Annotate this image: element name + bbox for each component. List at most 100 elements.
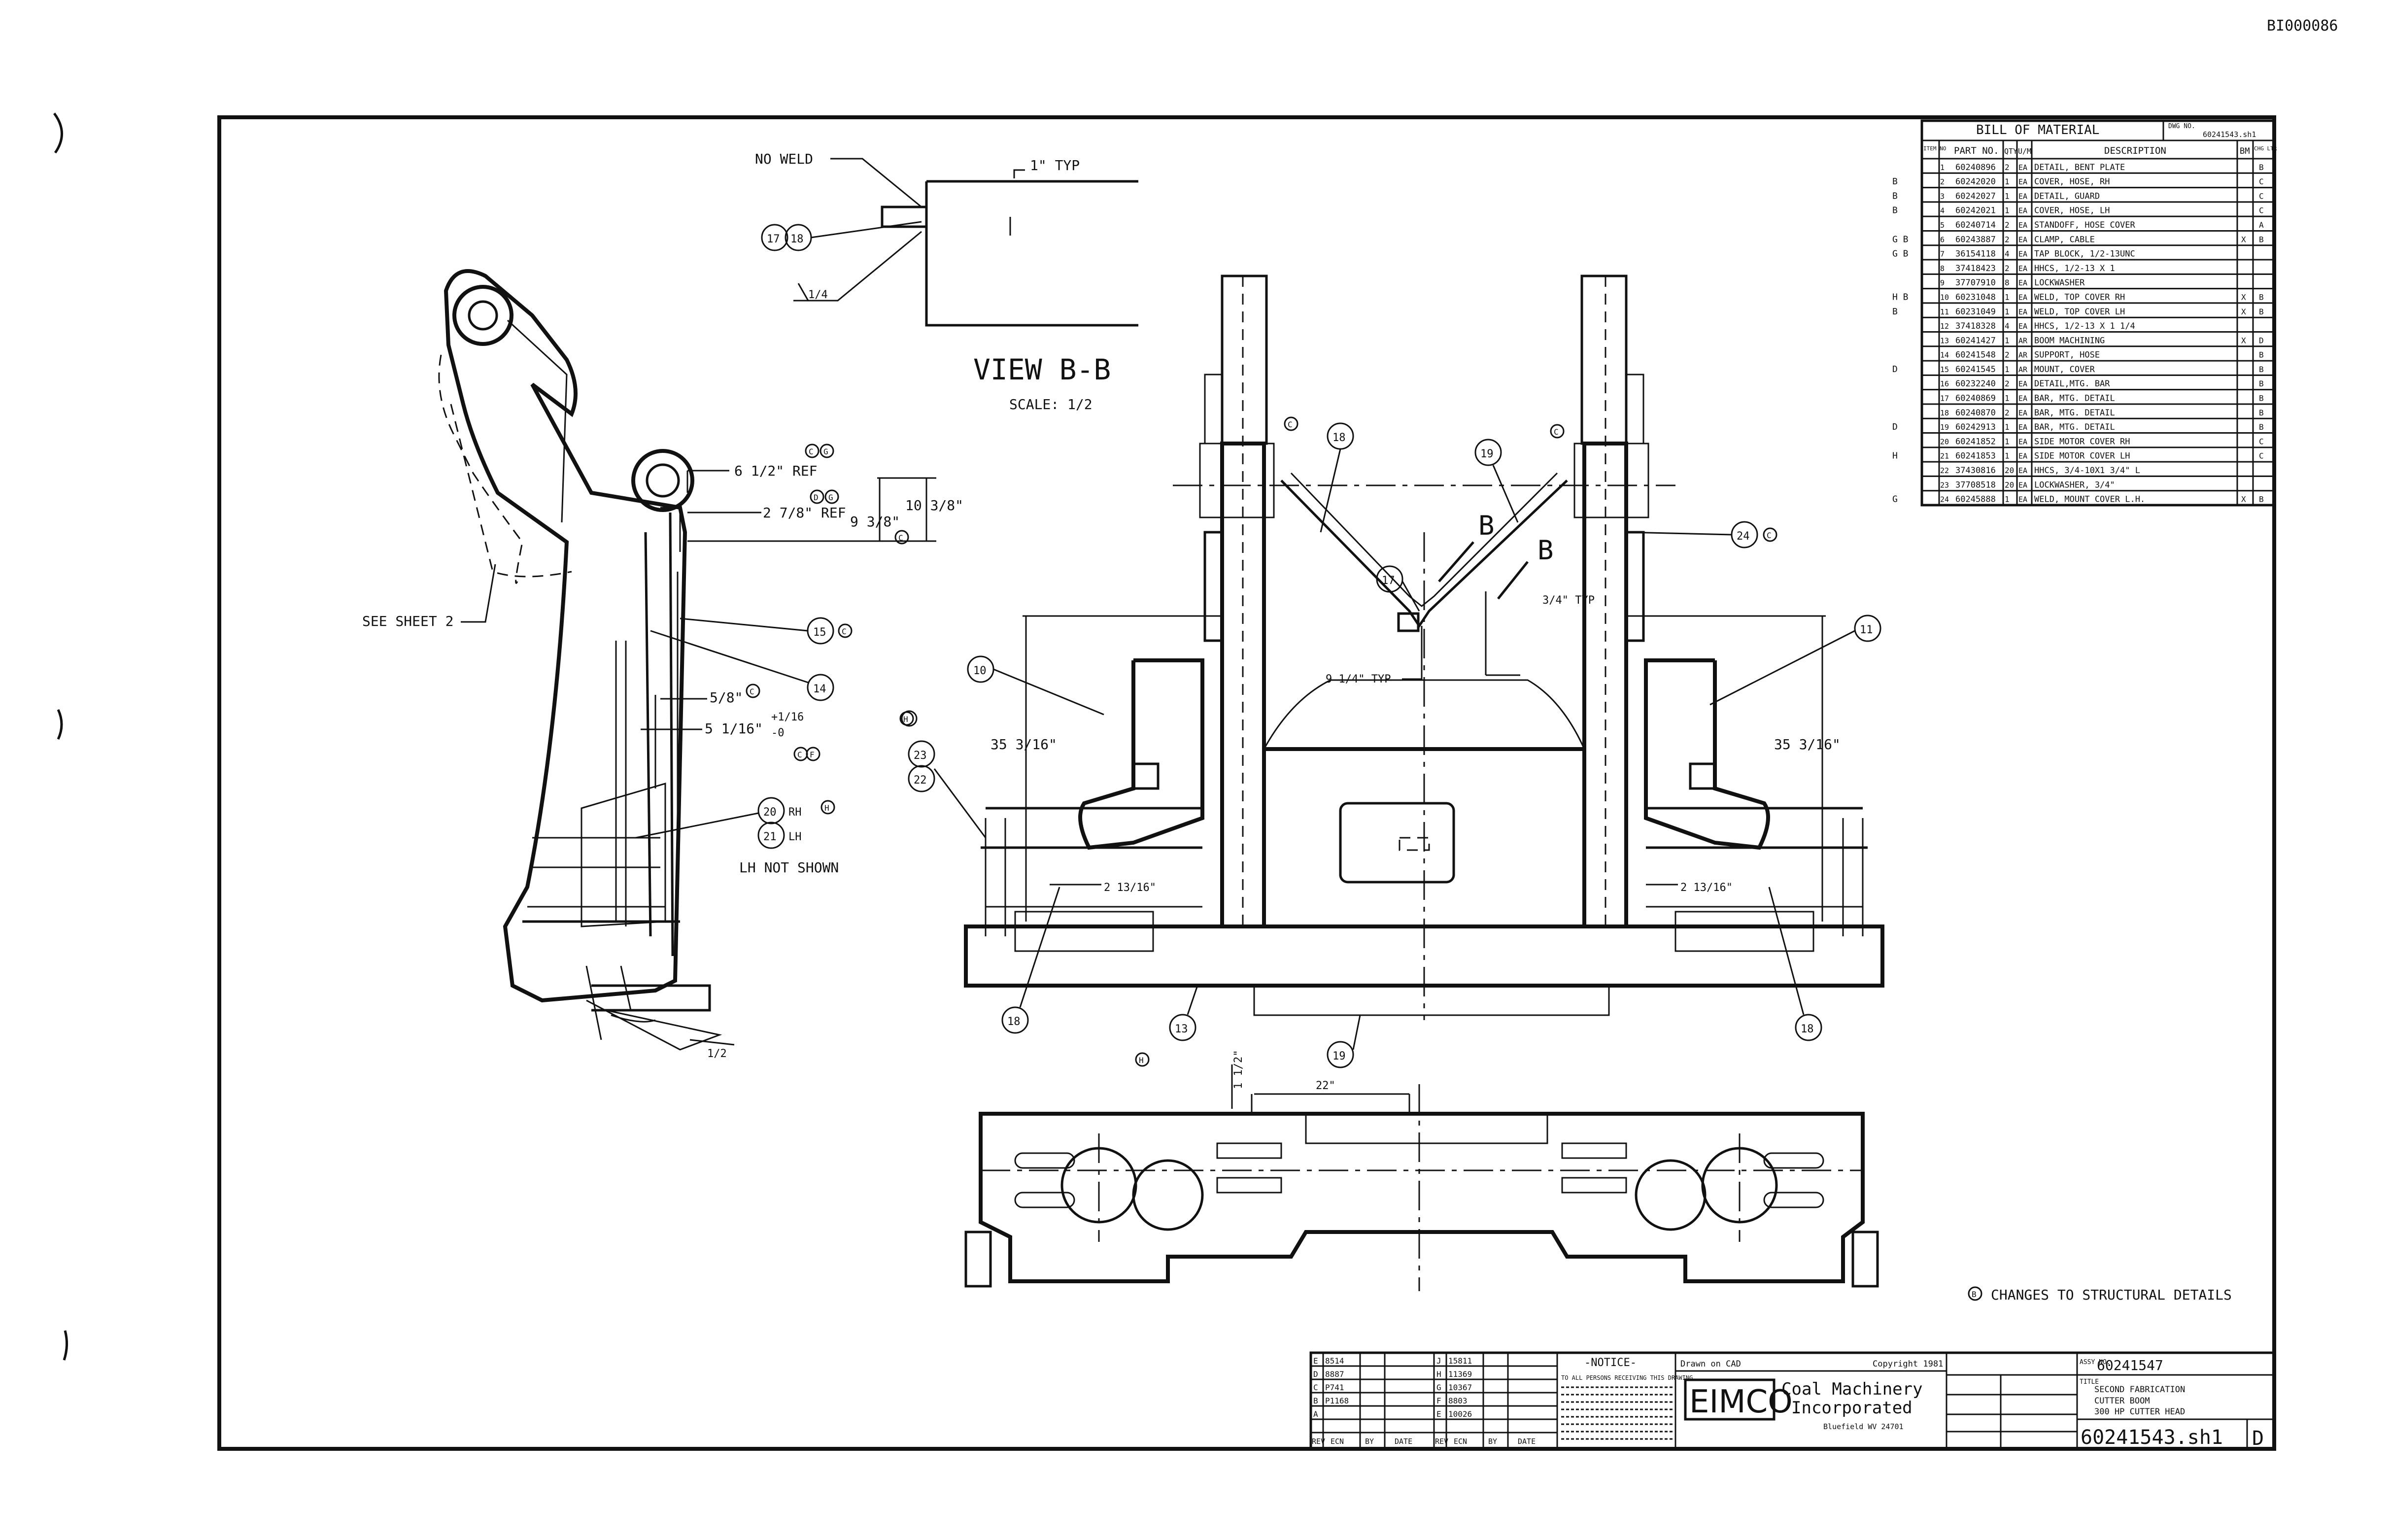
dim-8: 35 3/16" — [1774, 736, 1841, 753]
bom-cell-desc: CLAMP, CABLE — [2034, 235, 2095, 244]
rev-mark: H — [903, 715, 908, 724]
rev-footer: DATE — [1518, 1437, 1536, 1446]
bom-cell-part: 60241548 — [1955, 350, 1996, 360]
bom-cell-um: EA — [2018, 192, 2027, 201]
rev-footer: BY — [1365, 1437, 1374, 1446]
bom-cell-chg: B — [2259, 379, 2264, 388]
bom-cell-item: 24 — [1940, 495, 1949, 504]
bom-cell-part: 60240714 — [1955, 220, 1996, 230]
rev-row-ecn: 11369 — [1448, 1369, 1472, 1379]
balloon-15: 15 — [813, 626, 826, 639]
bom-cell-um: EA — [2018, 322, 2027, 331]
typ-1in-label: 1" TYP — [1030, 157, 1080, 173]
title-rev: D — [2252, 1427, 2264, 1450]
rev-mark: C — [842, 627, 847, 636]
sheet-id: BI000086 — [2267, 17, 2338, 34]
dim-1: 6 1/2" REF — [734, 463, 818, 479]
bom-cell-um: EA — [2018, 250, 2027, 259]
title-label: TITLE — [2080, 1378, 2099, 1386]
bom-cell-desc: HHCS, 1/2-13 X 1 — [2034, 264, 2115, 274]
rev-row-letter: C — [1313, 1383, 1318, 1392]
bom-cell-part: 60240870 — [1955, 408, 1996, 418]
bom-cell-part: 60241853 — [1955, 451, 1996, 461]
no-weld-label: NO WELD — [755, 151, 813, 167]
bom-cell-qty: 4 — [2005, 321, 2010, 331]
bom-dwg-label: DWG NO. — [2168, 123, 2195, 130]
rev-row-letter: F — [1436, 1396, 1441, 1405]
bom-cell-um: EA — [2018, 409, 2027, 417]
company-name-1: Coal Machinery — [1781, 1379, 1923, 1399]
dim-6-tol-plus: +1/16 — [771, 711, 804, 723]
bom-cell-qty: 1 — [2005, 191, 2010, 201]
bom-cell-um: AR — [2018, 336, 2028, 345]
rev-mark: H — [1139, 1056, 1144, 1065]
front-view: 35 3/16" 35 3/16" 9 1/4" TYP 3/4" TYP 2 … — [901, 274, 1884, 1068]
bom-cell-item: 9 — [1940, 278, 1945, 287]
bom-cell-part: 37708518 — [1955, 480, 1996, 490]
balloon-18c: 18 — [1007, 1016, 1021, 1028]
balloon-17-text: 17 — [767, 233, 780, 245]
bom-cell-qty: 20 — [2005, 480, 2014, 489]
bom-h-item: ITEM NO — [1923, 145, 1946, 152]
dim-10: 3/4" TYP — [1542, 594, 1595, 607]
bom-title: BILL OF MATERIAL — [1976, 123, 2099, 137]
bom-cell-item: 13 — [1940, 336, 1949, 345]
bom-cell-item: 10 — [1940, 293, 1949, 302]
bom-cell-desc: DETAIL, GUARD — [2034, 191, 2100, 201]
rev-row-ecn: 8887 — [1325, 1369, 1344, 1379]
bom-cell-item: 4 — [1940, 206, 1945, 215]
rev-mark: F — [810, 750, 815, 759]
bom-cell-item: 16 — [1940, 379, 1949, 388]
bom-cell-item: 14 — [1940, 351, 1949, 360]
bom-cell-qty: 1 — [2005, 206, 2010, 215]
lh-not-shown: LH NOT SHOWN — [739, 859, 839, 876]
bom-row-rev-mark: B — [1892, 307, 1898, 317]
bom-grid — [1938, 140, 2254, 505]
bom-cell-desc: BOOM MACHINING — [2034, 336, 2105, 345]
balloon-22: 22 — [914, 774, 927, 787]
company-address: Bluefield WV 24701 — [1823, 1422, 1904, 1431]
dim-4: 10 3/8" — [905, 497, 963, 513]
bom-cell-qty: 1 — [2005, 394, 2010, 403]
company-logo: EIMCO — [1689, 1384, 1793, 1420]
rev-row-letter: E — [1313, 1356, 1318, 1366]
bom-cell-item: 18 — [1940, 409, 1949, 417]
rev-mark: D — [814, 493, 819, 502]
rev-row-ecn: 8514 — [1325, 1356, 1344, 1366]
title-dwg-no: 60241543.sh1 — [2081, 1426, 2223, 1449]
balloon-19b: 19 — [1332, 1050, 1346, 1062]
bom-cell-item: 17 — [1940, 394, 1949, 403]
dim-13: 22" — [1316, 1080, 1335, 1092]
bom-cell-um: EA — [2018, 495, 2027, 504]
bom-cell-chg: B — [2259, 307, 2264, 316]
bom-row-rev-mark: B — [1892, 191, 1898, 201]
bom-cell-item: 6 — [1940, 235, 1945, 244]
bom-cell-qty: 20 — [2005, 466, 2014, 475]
bom-cell-part: 60231048 — [1955, 292, 1996, 302]
bom-row-rev-mark: G B — [1892, 249, 1909, 259]
bom-cell-part: 37430816 — [1955, 466, 1996, 476]
section-mark-top: B — [1478, 510, 1495, 541]
bom-cell-desc: DETAIL,MTG. BAR — [2034, 379, 2110, 389]
bom-cell-chg: B — [2259, 495, 2264, 504]
bom-cell-desc: HHCS, 1/2-13 X 1 1/4 — [2034, 321, 2135, 331]
bom-cell-part: 37418423 — [1955, 264, 1996, 274]
bom-cell-qty: 2 — [2005, 163, 2010, 172]
pivot-lower — [631, 449, 694, 512]
bom-cell-item: 21 — [1940, 452, 1949, 461]
bom-cell-um: EA — [2018, 264, 2027, 273]
rev-mark: C — [797, 750, 802, 759]
bom-row-rev-mark: H — [1892, 451, 1898, 461]
bom-cell-item: 15 — [1940, 365, 1949, 374]
side-view: 1/2 — [438, 269, 735, 1060]
rev-row-ecn: 8803 — [1448, 1396, 1468, 1405]
bom-cell-desc: WELD, TOP COVER LH — [2034, 307, 2125, 317]
bom-row-rev-mark: H B — [1892, 292, 1909, 302]
title-line-3: 300 HP CUTTER HEAD — [2094, 1407, 2185, 1417]
rev-mark: C — [750, 687, 754, 696]
bom-cell-chg: B — [2259, 422, 2264, 432]
